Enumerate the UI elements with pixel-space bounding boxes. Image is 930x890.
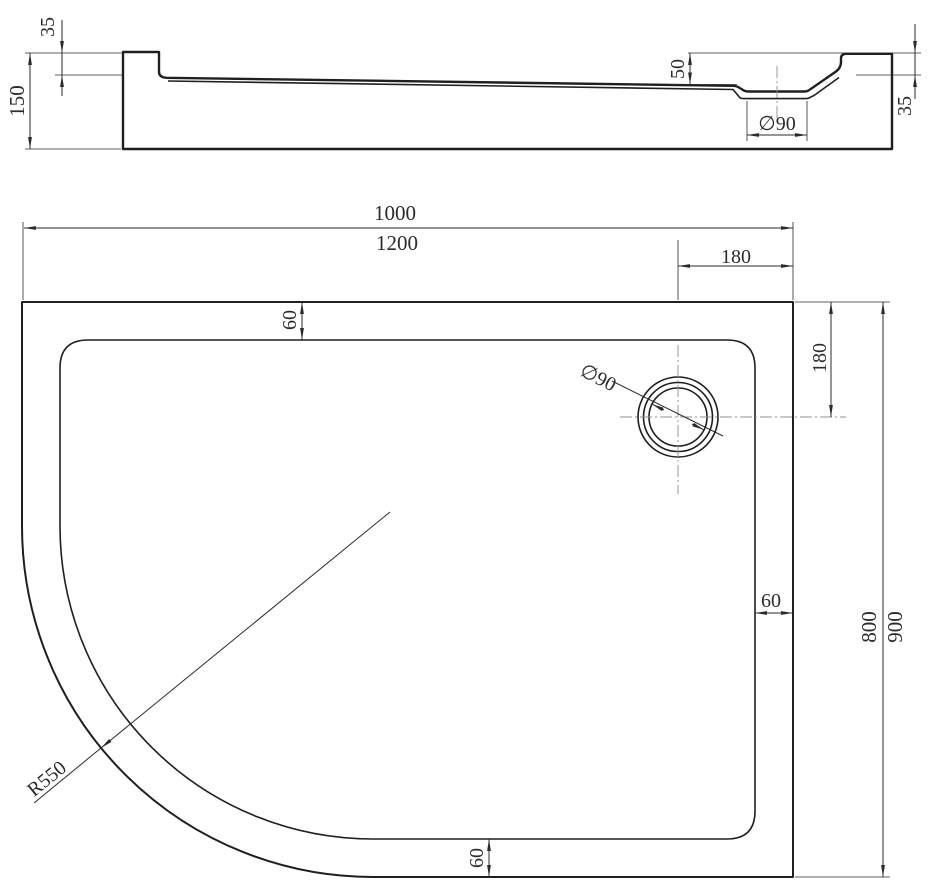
dim-text-drain-offset-right: 180 [809, 343, 831, 373]
dim-text-width-primary: 1000 [374, 201, 416, 225]
dim-text-drain-offset-top: 180 [721, 246, 751, 268]
plan-view: 1000 1200 180 60 180 ∅90 800 900 60 60 R… [21, 201, 907, 878]
dim-text-rim-step-right: 35 [894, 96, 916, 116]
dim-text-drain-depth: 50 [667, 59, 689, 79]
radius-leader-line [100, 511, 391, 749]
dim-text-rim-top: 60 [279, 310, 301, 330]
dim-text-width-alt: 1200 [376, 231, 418, 255]
drain-diameter-arrow-right [691, 422, 705, 431]
dim-text-rim-right: 60 [761, 590, 781, 612]
dim-text-drain-diameter-plan: ∅90 [576, 360, 619, 396]
dim-text-depth-alt: 900 [883, 611, 907, 643]
tray-inner-rim [59, 339, 756, 840]
drain-diameter-leader [611, 380, 724, 437]
dim-text-height-total: 150 [5, 85, 29, 117]
dim-text-depth-primary: 800 [857, 611, 881, 643]
dim-text-rim-bottom: 60 [466, 848, 488, 868]
dim-text-rim-step-left: 35 [37, 17, 59, 37]
drain-diameter-arrow-left [651, 403, 665, 412]
tray-outer-edge [21, 301, 794, 878]
tray-floor-underline [167, 76, 840, 100]
tray-profile-outline [121, 50, 894, 151]
dim-text-drain-diameter-side: ∅90 [758, 113, 795, 135]
radius-leader-extension [33, 747, 102, 804]
dim-text-corner-radius: R550 [23, 757, 70, 801]
side-section-view: 35 150 50 ∅90 35 [5, 17, 921, 151]
